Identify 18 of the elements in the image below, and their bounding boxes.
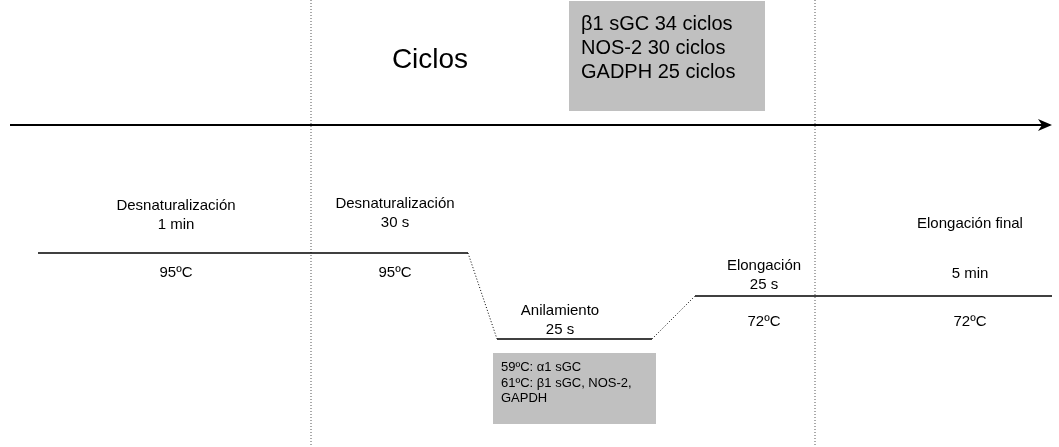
temperature-label: 95ºC xyxy=(158,262,194,281)
note-text: 59ºC: α1 sGC xyxy=(501,359,583,375)
temperature-label: 72ºC xyxy=(746,311,782,330)
step-label: Desnaturalización 1 min xyxy=(115,195,237,233)
section-heading: Ciclos xyxy=(390,42,470,76)
note-text: GADPH 25 ciclos xyxy=(581,59,737,83)
note-box xyxy=(493,353,656,424)
temperature-label: 72ºC xyxy=(952,311,988,330)
note-text: 61ºC: β1 sGC, NOS-2, GAPDH xyxy=(501,374,633,406)
note-text: NOS-2 30 ciclos xyxy=(581,35,727,59)
duration-label: 5 min xyxy=(950,263,990,282)
step-label: Anilamiento 25 s xyxy=(519,300,601,338)
note-text: β1 sGC 34 ciclos xyxy=(581,11,734,35)
step-label: Elongación final xyxy=(916,213,1024,232)
step-label: Desnaturalización 30 s xyxy=(334,193,456,231)
temperature-label: 95ºC xyxy=(377,262,413,281)
note-box xyxy=(569,1,765,111)
step-label: Elongación 25 s xyxy=(725,255,803,293)
